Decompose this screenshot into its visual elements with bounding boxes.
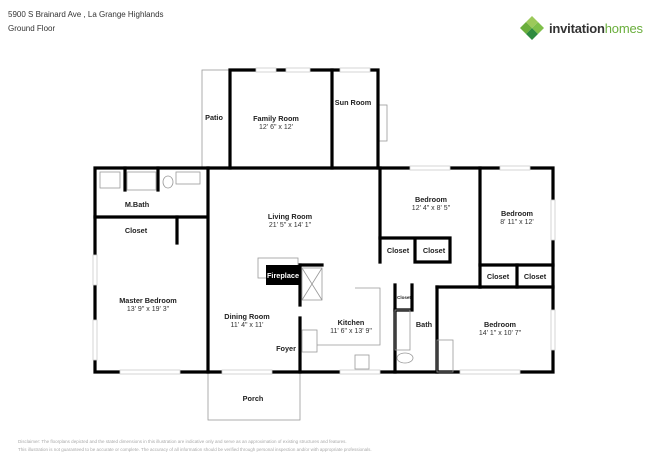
bath-label: Bath (416, 320, 432, 329)
fireplace-label: Fireplace (267, 271, 299, 280)
logo-brand-light: homes (604, 20, 643, 36)
toilet-icon (162, 175, 174, 189)
logo-text: invitationhomes (549, 21, 643, 36)
windows (92, 67, 556, 375)
foyer-label: Foyer (276, 344, 296, 353)
bathtub-icon (436, 339, 454, 373)
dining-room-label: Dining Room (224, 312, 270, 321)
logo-mark-icon (520, 16, 544, 40)
family-room-label: Family Room (253, 114, 299, 123)
bedroom-1-dims: 12' 4" x 8' 5" (412, 205, 451, 212)
logo-brand-bold: invitation (549, 20, 605, 36)
patio-label: Patio (205, 113, 223, 122)
disclaimer-line-1: Disclaimer: The floorplans depicted and … (18, 439, 347, 444)
closet-1-label: Closet (387, 246, 410, 255)
header: 5900 S Brainard Ave , La Grange Highland… (8, 8, 164, 36)
master-closet-label: Closet (125, 226, 148, 235)
closet-small-label: Closet (397, 295, 411, 300)
fireplace-hearth (301, 267, 323, 301)
sink-icon (175, 171, 201, 185)
bedroom-3-dims: 14' 1" x 10' 7" (479, 330, 522, 337)
closet-2-label: Closet (423, 246, 446, 255)
bedroom-1-label: Bedroom (415, 195, 448, 204)
bath-vanity (394, 309, 411, 351)
master-bedroom-label: Master Bedroom (119, 296, 177, 305)
family-room-dims: 12' 6" x 12' (259, 124, 293, 131)
porch-label: Porch (243, 394, 264, 403)
kitchen-sink-icon (354, 354, 370, 370)
dining-room-dims: 11' 4" x 11' (231, 322, 264, 329)
living-room-label: Living Room (268, 212, 313, 221)
kitchen-dims: 11' 6" x 13' 9" (330, 328, 372, 335)
closet-4-label: Closet (524, 272, 547, 281)
closet-3-label: Closet (487, 272, 510, 281)
kitchen-label: Kitchen (338, 318, 365, 327)
bedroom-3-label: Bedroom (484, 320, 517, 329)
bedroom-2-label: Bedroom (501, 209, 534, 218)
sun-room-label: Sun Room (335, 98, 372, 107)
bedroom-2-dims: 8' 11" x 12' (500, 219, 533, 226)
disclaimer: Disclaimer: The floorplans depicted and … (18, 438, 372, 454)
fixtures (99, 171, 454, 373)
stove-icon (301, 329, 318, 353)
master-bedroom-dims: 13' 9" x 19' 3" (127, 306, 170, 313)
fireplace (266, 265, 300, 285)
floor-label: Ground Floor (8, 24, 56, 33)
disclaimer-line-2: This illustration is not guaranteed to b… (18, 447, 372, 452)
bath-toilet-icon (396, 352, 414, 364)
invitation-homes-logo: invitationhomes (519, 15, 643, 41)
living-room-dims: 21' 5" x 14' 1" (269, 222, 312, 229)
m-bath-label: M.Bath (125, 200, 149, 209)
address: 5900 S Brainard Ave , La Grange Highland… (8, 10, 164, 19)
